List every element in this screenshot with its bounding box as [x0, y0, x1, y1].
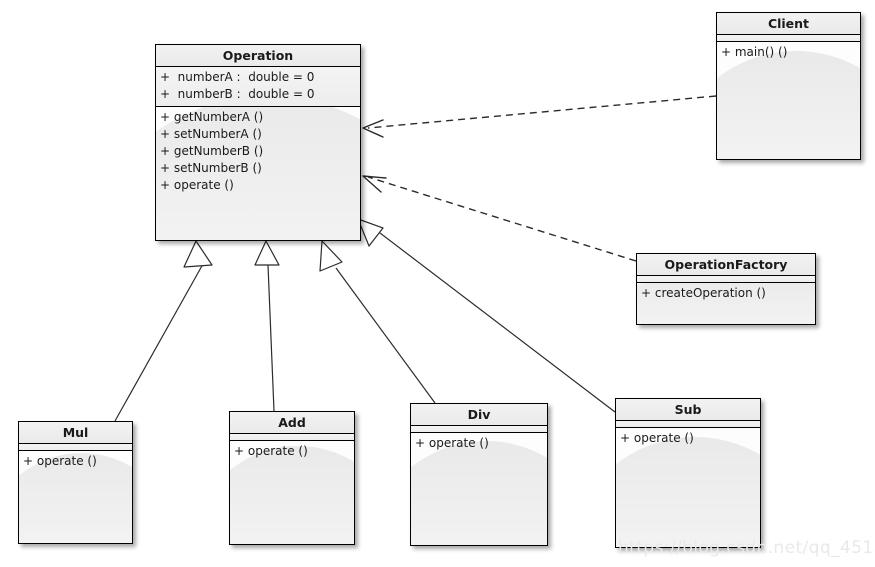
operation-row: + createOperation (): [641, 286, 766, 300]
class-box-add[interactable]: Add + operate (): [229, 411, 355, 545]
operation-row: + setNumberA (): [160, 127, 262, 141]
attribute-row: + numberB : double = 0: [160, 87, 315, 101]
attributes-compartment-operation: + numberA : double = 0 + numberB : doubl…: [156, 67, 360, 107]
class-name-add: Add: [230, 412, 354, 434]
class-name-div: Div: [411, 404, 547, 426]
attributes-compartment-div: [411, 426, 547, 433]
operations-compartment-mul: + operate (): [19, 451, 132, 473]
operation-row: + operate (): [160, 178, 234, 192]
relationship-sub-operation[interactable]: [357, 218, 616, 413]
operation-row: + operate (): [234, 444, 308, 458]
class-name-sub: Sub: [616, 399, 760, 421]
class-box-div[interactable]: Div + operate (): [410, 403, 548, 546]
class-box-operationfactory[interactable]: OperationFactory + createOperation (): [636, 253, 816, 325]
class-box-mul[interactable]: Mul + operate (): [18, 421, 133, 544]
operations-compartment-client: + main() (): [717, 42, 860, 64]
box-gradient-sheen: [717, 50, 860, 159]
attribute-row: + numberA : double = 0: [160, 70, 315, 84]
operations-compartment-div: + operate (): [411, 433, 547, 455]
attributes-compartment-client: [717, 35, 860, 42]
class-name-operationfactory: OperationFactory: [637, 254, 815, 276]
relationship-operationfactory-operation[interactable]: [362, 175, 637, 262]
class-name-operation: Operation: [156, 45, 360, 67]
operations-compartment-operationfactory: + createOperation (): [637, 283, 815, 305]
class-name-client: Client: [717, 13, 860, 35]
relationship-div-operation[interactable]: [319, 240, 436, 404]
class-box-sub[interactable]: Sub + operate (): [615, 398, 761, 548]
class-box-client[interactable]: Client + main() (): [716, 12, 861, 160]
operation-row: + setNumberB (): [160, 161, 262, 175]
operation-row: + getNumberB (): [160, 144, 264, 158]
box-gradient-sheen: [616, 437, 760, 547]
box-gradient-sheen: [411, 440, 547, 545]
operation-row: + operate (): [620, 431, 694, 445]
operation-row: + main() (): [721, 45, 788, 59]
relationship-add-operation[interactable]: [254, 240, 280, 412]
operation-row: + operate (): [415, 436, 489, 450]
operations-compartment-add: + operate (): [230, 441, 354, 463]
operations-compartment-operation: + getNumberA () + setNumberA () + getNum…: [156, 107, 360, 197]
operation-row: + getNumberA (): [160, 110, 264, 124]
relationship-mul-operation[interactable]: [114, 240, 213, 422]
operation-row: + operate (): [23, 454, 97, 468]
operations-compartment-sub: + operate (): [616, 428, 760, 450]
relationship-client-operation[interactable]: [362, 95, 717, 138]
attributes-compartment-mul: [19, 444, 132, 451]
attributes-compartment-sub: [616, 421, 760, 428]
attributes-compartment-add: [230, 434, 354, 441]
class-box-operation[interactable]: Operation + numberA : double = 0 + numbe…: [155, 44, 361, 241]
class-name-mul: Mul: [19, 422, 132, 444]
attributes-compartment-operationfactory: [637, 276, 815, 283]
